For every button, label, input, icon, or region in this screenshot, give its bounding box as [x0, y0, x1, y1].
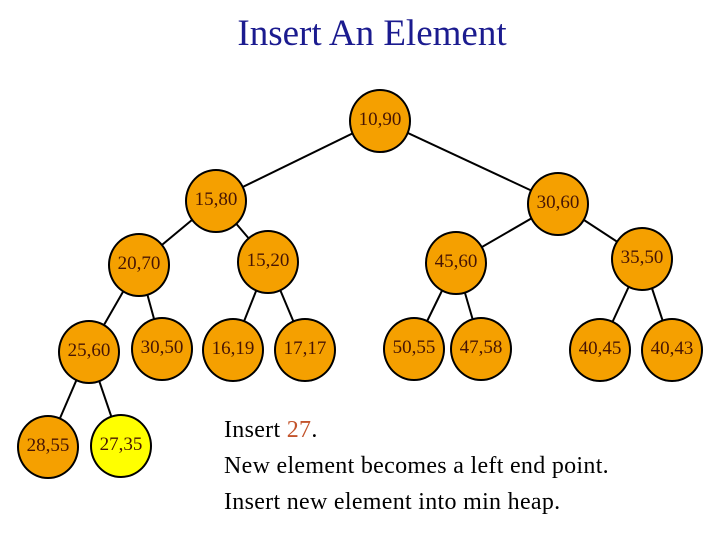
tree-node-50-55: 50,55 [383, 317, 445, 381]
tree-node-16-19: 16,19 [202, 318, 264, 382]
tree-node-10-90: 10,90 [349, 89, 411, 153]
tree-node-40-45: 40,45 [569, 318, 631, 382]
caption-line-1: Insert 27. [224, 412, 609, 448]
caption-line-1-highlight: 27 [286, 417, 312, 443]
caption-line-1-suffix: . [311, 417, 318, 443]
tree-node-30-50: 30,50 [131, 317, 193, 381]
tree-node-35-50: 35,50 [611, 227, 673, 291]
caption-line-1-prefix: Insert [224, 417, 287, 443]
slide-title: Insert An Element [237, 13, 507, 54]
tree-node-20-70: 20,70 [108, 233, 170, 297]
tree-node-25-60: 25,60 [58, 320, 120, 384]
tree-node-15-20: 15,20 [237, 230, 299, 294]
tree-node-30-60: 30,60 [527, 172, 589, 236]
tree-node-17-17: 17,17 [274, 318, 336, 382]
tree-node-15-80: 15,80 [185, 169, 247, 233]
tree-node-45-60: 45,60 [425, 231, 487, 295]
caption: Insert 27. New element becomes a left en… [224, 412, 609, 520]
tree-node-47-58: 47,58 [450, 317, 512, 381]
tree-node-28-55: 28,55 [17, 415, 79, 479]
tree-node-27-35-new: 27,35 [90, 414, 152, 478]
tree-node-40-43: 40,43 [641, 318, 703, 382]
tree-edge [379, 119, 559, 204]
caption-line-3: Insert new element into min heap. [224, 489, 561, 515]
caption-line-2: New element becomes a left end point. [224, 453, 609, 479]
